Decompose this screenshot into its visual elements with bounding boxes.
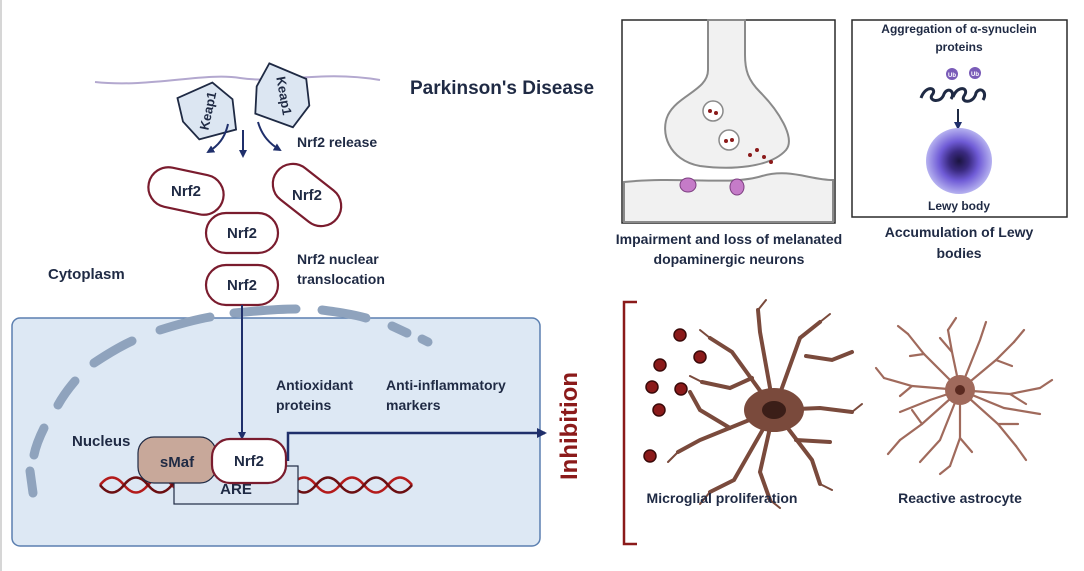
cell-membrane <box>94 75 381 85</box>
nrf2-middle <box>204 211 280 255</box>
inhibition-label: Inhibition <box>556 372 583 480</box>
astrocyte-caption: Reactive astrocyte <box>898 490 1022 506</box>
lewy-caption-line2: bodies <box>936 245 981 261</box>
antioxidant-label-line1: Antioxidant <box>276 377 353 393</box>
nrf2-bound-label: Nrf2 <box>234 453 264 470</box>
keap1-right-label: Keap1 <box>273 75 295 116</box>
neuron-caption-line1: Impairment and loss of melanated <box>616 231 842 247</box>
ub-label-left: Ub <box>948 73 956 79</box>
ub-tag-right <box>969 67 981 79</box>
nuclear-envelope <box>25 304 433 498</box>
nrf2-released-right-label: Nrf2 <box>292 187 322 204</box>
anti-inflammatory-label-line2: markers <box>386 397 441 413</box>
nrf2-released-right <box>271 162 343 228</box>
are-label: ARE <box>220 481 252 498</box>
keap1-left: Keap1 <box>176 81 238 141</box>
release-arrow-right <box>257 121 282 152</box>
nrf2-middle-label: Nrf2 <box>227 225 257 242</box>
lewy-caption-line1: Accumulation of Lewy <box>885 224 1034 240</box>
nrf2-release-label: Nrf2 release <box>297 134 377 150</box>
neuron-caption-line2: dopaminergic neurons <box>654 251 805 267</box>
ub-label-right: Ub <box>971 72 979 78</box>
title: Parkinson's Disease <box>410 78 594 99</box>
lewy-header-line2: proteins <box>935 40 983 54</box>
output-arrow <box>286 428 547 461</box>
microglia-illustration <box>643 299 863 509</box>
inhibition-bracket <box>622 300 637 546</box>
smaf-label: sMaf <box>160 454 195 471</box>
release-arrow-left <box>206 123 229 154</box>
nrf2-translocation-label-line2: translocation <box>297 271 385 287</box>
astrocyte-illustration <box>874 316 1054 476</box>
nrf2-released-left <box>147 166 225 216</box>
cytoplasm-label: Cytoplasm <box>48 266 125 283</box>
keap1-right: Keap1 <box>254 62 311 129</box>
ub-tag-left <box>946 68 958 80</box>
lewy-header-line1: Aggregation of α-synuclein <box>881 22 1036 36</box>
lewy-body-label: Lewy body <box>928 199 990 213</box>
nrf2-translocation-label-line1: Nrf2 nuclear <box>297 251 379 267</box>
nrf2-translocating-label: Nrf2 <box>227 277 257 294</box>
microglia-caption: Microglial proliferation <box>647 490 798 506</box>
microglia-dots <box>643 328 707 463</box>
anti-inflammatory-label-line1: Anti-inflammatory <box>386 377 506 393</box>
neuron-synapse-illustration <box>623 19 834 223</box>
nrf2-bound <box>210 437 288 485</box>
lewy-body-illustration <box>926 128 992 194</box>
synuclein-aggregate-illustration <box>919 67 987 103</box>
nrf2-released-left-label: Nrf2 <box>171 183 201 200</box>
nucleus-label: Nucleus <box>72 433 130 450</box>
antioxidant-label-line2: proteins <box>276 397 331 413</box>
